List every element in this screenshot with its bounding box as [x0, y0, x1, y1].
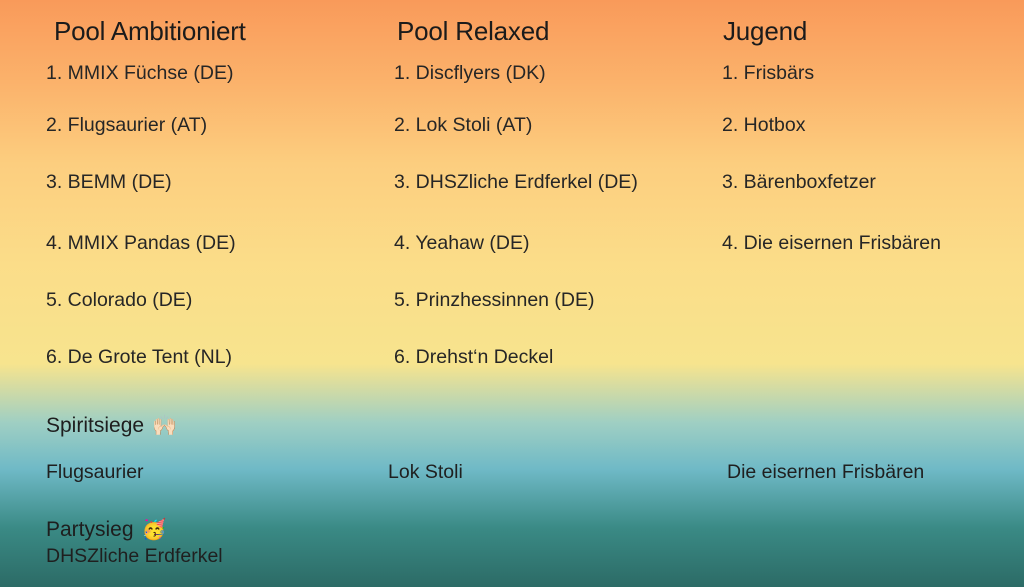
list-item: 4. Die eisernen Frisbären [722, 232, 941, 254]
list-item: 4. MMIX Pandas (DE) [46, 232, 236, 254]
party-face-icon: 🥳 [141, 519, 167, 541]
list-item: 4. Yeahaw (DE) [394, 232, 530, 254]
list-item: 2. Hotbox [722, 114, 806, 136]
spirit-winner: Die eisernen Frisbären [727, 461, 925, 483]
list-item: 5. Colorado (DE) [46, 289, 193, 311]
raised-hands-icon: 🙌🏻 [152, 415, 177, 437]
partysieg-title: Partysieg [46, 518, 134, 541]
list-item: 1. Discflyers (DK) [394, 62, 546, 84]
list-item: 1. Frisbärs [722, 62, 815, 84]
list-item: 2. Lok Stoli (AT) [394, 114, 533, 136]
jugend-title: Jugend [723, 16, 808, 46]
list-item: 6. De Grote Tent (NL) [46, 346, 233, 368]
pool-ambitioniert-title: Pool Ambitioniert [54, 16, 246, 46]
list-item: 5. Prinzhessinnen (DE) [394, 289, 595, 311]
party-winner: DHSZliche Erdferkel [46, 545, 223, 567]
spirit-winner: Lok Stoli [388, 461, 463, 483]
spirit-winner: Flugsaurier [46, 461, 144, 483]
list-item: 3. BEMM (DE) [46, 171, 172, 193]
list-item: 3. Bärenboxfetzer [722, 171, 876, 193]
list-item: 2. Flugsaurier (AT) [46, 114, 208, 136]
list-item: 1. MMIX Füchse (DE) [46, 62, 234, 84]
list-item: 6. Drehst‘n Deckel [394, 346, 554, 368]
partysieg-heading: Partysieg 🥳 [46, 518, 166, 542]
spiritsiege-title: Spiritsiege [46, 414, 145, 437]
spiritsiege-heading: Spiritsiege 🙌🏻 [46, 414, 177, 438]
list-item: 3. DHSZliche Erdferkel (DE) [394, 171, 638, 193]
pool-relaxed-title: Pool Relaxed [397, 16, 550, 46]
